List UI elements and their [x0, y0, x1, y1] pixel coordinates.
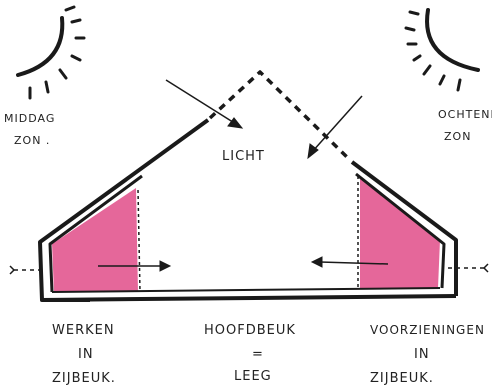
sun-right-label-line1: OCHTEND	[438, 108, 492, 121]
sun-right-icon	[406, 10, 478, 90]
sun-left-label-line1: MIDDAG	[4, 112, 55, 125]
right-zone-line2: IN	[414, 347, 430, 362]
light-label: LICHT	[222, 149, 265, 164]
center-zone-line1: HOOFDBEUK	[204, 323, 296, 338]
sun-left-icon	[18, 7, 84, 98]
sun-right-label-line2: ZON	[444, 130, 471, 143]
center-zone-line3: LEEG	[234, 369, 272, 384]
sun-left-label-line2: ZON .	[14, 134, 50, 147]
left-zone-line3: ZIJBEUK.	[52, 371, 116, 386]
right-zone-line1: VOORZIENINGEN	[370, 323, 485, 337]
left-zone-line1: WERKEN	[52, 323, 115, 338]
interior-arrows	[98, 257, 388, 271]
light-arrows	[166, 80, 362, 158]
center-zone-line2: =	[252, 347, 264, 362]
left-zone-line2: IN	[78, 347, 94, 362]
right-zone-line3: ZIJBEUK.	[370, 371, 434, 386]
